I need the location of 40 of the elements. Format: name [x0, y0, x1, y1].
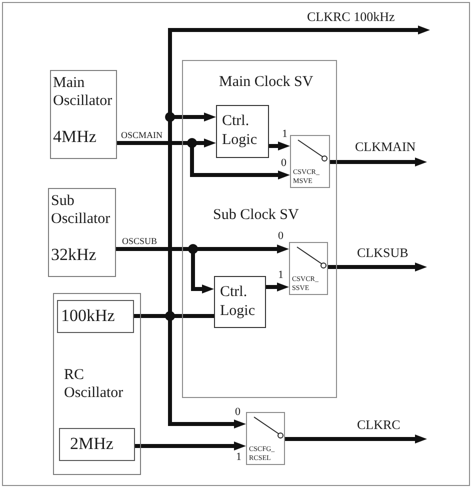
edge-label: 1 [278, 270, 284, 281]
edge-label: 0 [278, 231, 284, 242]
edge-label: CLKRC [357, 418, 400, 431]
frequency-label: 32kHz [51, 245, 96, 265]
arrow [266, 282, 289, 292]
switch-box [290, 135, 330, 188]
frequency-label: 100kHz [61, 306, 115, 326]
oscillator-box [48, 188, 116, 277]
switch-box [289, 242, 328, 295]
edge-label: CLKSUB [357, 246, 408, 259]
frequency-box [57, 300, 134, 333]
oscillator-box [53, 293, 141, 475]
block-title: Main Clock SV [219, 73, 314, 91]
logic-box [216, 105, 269, 158]
edge-label: CLKMAIN [355, 140, 416, 153]
block-title: Main Oscillator [53, 74, 114, 110]
edge-label: CLKRC 100kHz [307, 10, 395, 23]
supervisor-block [182, 60, 337, 398]
frequency-label: 2MHz [70, 434, 114, 454]
frequency-label: 4MHz [53, 127, 96, 147]
edge-label: 0 [281, 158, 286, 169]
edge-label: OSCSUB [122, 237, 158, 246]
edge-label: OSCMAIN [121, 131, 163, 140]
logic-box [214, 276, 266, 328]
arrow [330, 158, 427, 166]
switch-box [246, 412, 285, 465]
arrow [135, 442, 246, 450]
oscillator-box [50, 70, 117, 159]
logic-label: Ctrl. Logic [222, 112, 258, 150]
block-title: Sub Clock SV [213, 206, 299, 224]
edge-label: 1 [236, 452, 242, 463]
block-title: RC Oscillator [64, 366, 124, 402]
frequency-box [59, 428, 135, 461]
logic-label: Ctrl. Logic [220, 283, 256, 321]
arrow [269, 142, 290, 150]
edge-label: 1 [282, 129, 288, 140]
arrow [328, 262, 427, 272]
edge-label: 0 [235, 407, 240, 418]
arrow [285, 434, 427, 444]
block-title: Sub Oscillator [51, 192, 112, 228]
